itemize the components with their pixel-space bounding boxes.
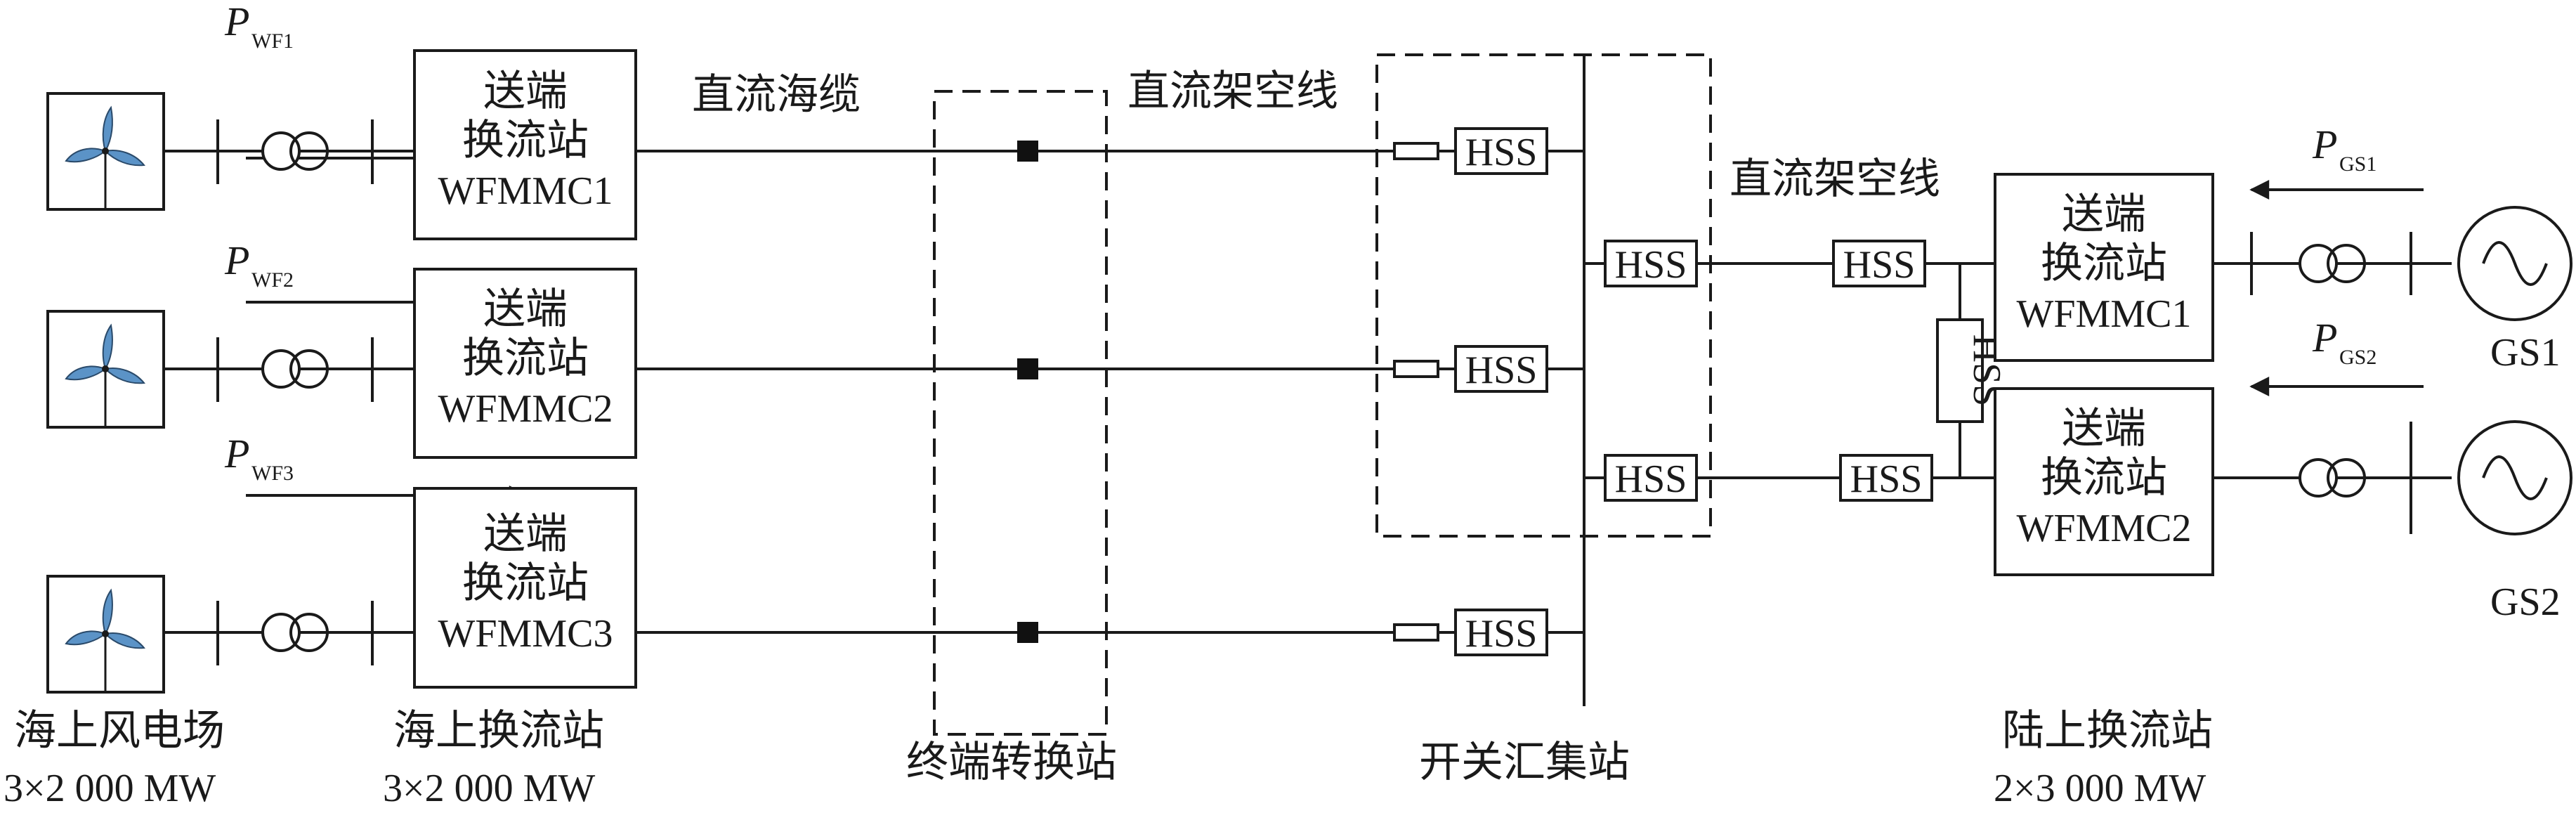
station-label-line1: 送端 (2062, 191, 2146, 238)
hss-switch-onshore-2 (1839, 454, 1933, 502)
hss-label: HSS (1465, 612, 1538, 656)
station-label-line2: 换流站 (462, 560, 589, 606)
caption-wind-farm-line2: 3×2 000 MW (4, 767, 216, 810)
hss-switch-3 (1454, 609, 1548, 656)
station-label-line1: 送端 (2062, 405, 2146, 452)
caption-onshore-station-line1: 陆上换流站 (2002, 708, 2213, 754)
caption-offshore-station-line1: 海上换流站 (393, 708, 604, 754)
resistor-icon (1393, 360, 1439, 378)
grid-source-row-1: P GS1 GS1 (2213, 122, 2572, 375)
hss-switch-1 (1454, 127, 1548, 175)
caption-switching-station: 开关汇集站 (1419, 739, 1630, 786)
dc-cable-label: 直流海缆 (692, 72, 861, 118)
station-name: WFMMC1 (438, 169, 613, 213)
hss-tie-switch (1936, 318, 1984, 423)
transformer-icon (261, 131, 329, 171)
hss-switch-onshore-1 (1832, 240, 1926, 287)
station-wfmmc1: 送端 换流站 WFMMC1 (413, 49, 637, 240)
station-label-line2: 换流站 (462, 335, 589, 382)
power-sub-gs2: GS2 (2339, 346, 2376, 369)
power-sub-wf1: WF1 (251, 30, 294, 53)
onshore-station-2: 送端 换流站 WFMMC2 (1994, 387, 2214, 576)
station-name: WFMMC3 (438, 612, 613, 656)
grid-source-row-2: P GS2 GS2 (2213, 315, 2572, 624)
wind-farm-row-3: P WF3 送端 换流站 WFMMC3 (46, 431, 637, 694)
power-symbol-wf3: P (224, 431, 249, 476)
power-sub-gs1: GS1 (2339, 152, 2376, 176)
station-label-line2: 换流站 (2041, 455, 2167, 501)
transformer-icon (261, 349, 329, 389)
resistor-icon (1393, 142, 1439, 160)
power-symbol-gs2: P (2312, 315, 2337, 360)
terminal-station-box (933, 90, 1108, 736)
station-wfmmc3: 送端 换流站 WFMMC3 (413, 487, 637, 689)
hss-label: HSS (1465, 349, 1538, 392)
power-symbol-wf1: P (224, 0, 249, 44)
hss-label: HSS (1615, 243, 1687, 287)
station-label-line1: 送端 (483, 511, 568, 557)
station-wfmmc2: 送端 换流站 WFMMC2 (413, 268, 637, 459)
caption-offshore-station-line2: 3×2 000 MW (383, 767, 595, 810)
transformer-icon (261, 613, 329, 652)
grid-source-name: GS1 (2490, 331, 2561, 375)
ac-source-icon (2457, 206, 2572, 321)
wind-farm-row-1: P WF1 送端 换流站 WFMMC1 (46, 0, 637, 240)
hss-label: HSS (1615, 457, 1687, 501)
power-sub-wf2: WF2 (251, 268, 294, 292)
hss-switch-2 (1454, 345, 1548, 393)
power-sub-wf3: WF3 (251, 462, 294, 485)
station-name: WFMMC1 (2017, 292, 2192, 336)
dc-overhead-label-1: 直流架空线 (1127, 68, 1338, 115)
hss-label: HSS (1465, 131, 1538, 174)
station-label-line1: 送端 (483, 286, 568, 332)
station-name: WFMMC2 (2017, 507, 2192, 550)
breaker-icon (1017, 141, 1038, 162)
power-symbol-wf2: P (224, 238, 249, 283)
wind-turbine-icon (46, 92, 165, 211)
station-name: WFMMC2 (438, 387, 613, 431)
power-symbol-gs1: P (2312, 122, 2337, 167)
breaker-icon (1017, 358, 1038, 379)
wind-turbine-icon (46, 575, 165, 694)
wind-turbine-icon (46, 310, 165, 429)
resistor-icon (1393, 623, 1439, 642)
breaker-icon (1017, 622, 1038, 643)
wind-farm-row-2: P WF2 送端 换流站 WFMMC2 (46, 238, 637, 459)
transformer-icon (2299, 244, 2366, 283)
caption-wind-farm-line1: 海上风电场 (14, 708, 225, 754)
hss-label: HSS (1843, 243, 1916, 287)
station-label-line2: 换流站 (2041, 240, 2167, 287)
station-label-line1: 送端 (483, 68, 568, 115)
switching-station-box (1375, 53, 1712, 538)
grid-source-name: GS2 (2490, 580, 2561, 624)
onshore-station-1: 送端 换流站 WFMMC1 (1994, 173, 2214, 362)
dc-overhead-label-2: 直流架空线 (1730, 156, 1940, 202)
station-label-line2: 换流站 (462, 117, 589, 164)
ac-source-icon (2457, 420, 2572, 535)
transformer-icon (2299, 458, 2366, 497)
hss-label: HSS (1850, 457, 1923, 501)
caption-onshore-station-line2: 2×3 000 MW (1994, 767, 2206, 810)
caption-terminal-station: 终端转换站 (906, 739, 1117, 786)
